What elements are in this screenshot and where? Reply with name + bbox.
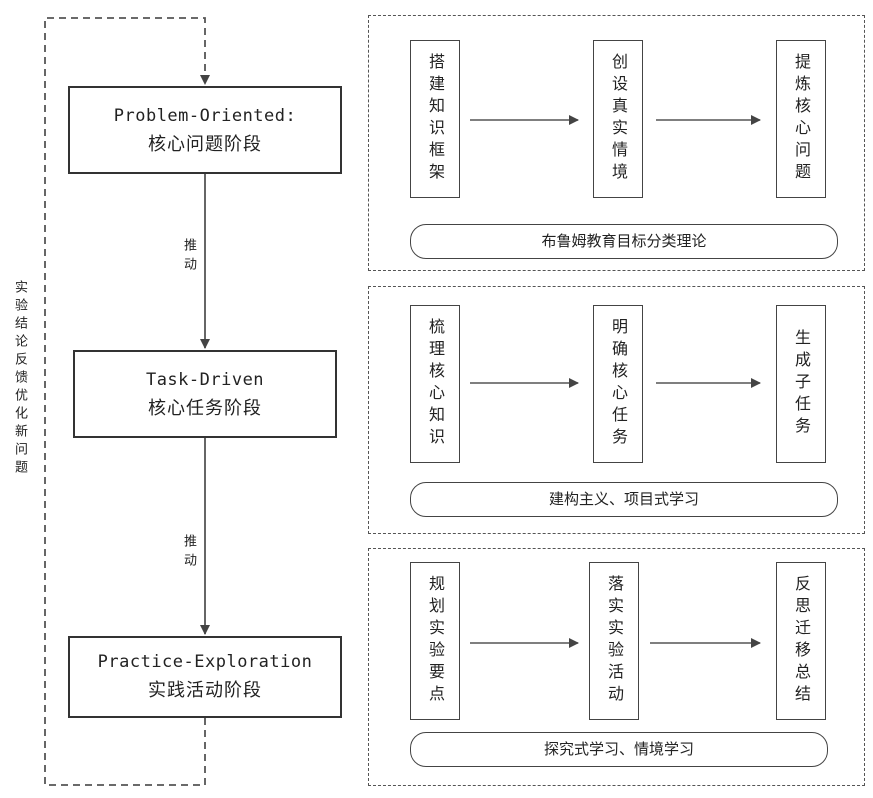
stage-practice-exploration: Practice-Exploration 实践活动阶段 xyxy=(68,636,342,718)
step-label: 规划实验要点 xyxy=(426,575,445,707)
step-label: 创设真实情境 xyxy=(609,53,628,185)
theory-pill: 布鲁姆教育目标分类理论 xyxy=(410,224,838,259)
stage-title-cn: 核心任务阶段 xyxy=(148,398,262,419)
panel-practice xyxy=(368,548,865,786)
step-label: 梳理核心知识 xyxy=(426,318,445,450)
stage-title-en: Task-Driven xyxy=(145,370,265,390)
step-box: 规划实验要点 xyxy=(410,562,460,720)
step-box: 生成子任务 xyxy=(776,305,826,463)
step-box: 反思迁移总结 xyxy=(776,562,826,720)
step-label: 反思迁移总结 xyxy=(792,575,811,707)
stage-problem-oriented: Problem-Oriented: 核心问题阶段 xyxy=(68,86,342,174)
step-label: 生成子任务 xyxy=(792,329,811,439)
step-label: 明确核心任务 xyxy=(609,318,628,450)
step-box: 创设真实情境 xyxy=(593,40,643,198)
theory-pill: 建构主义、项目式学习 xyxy=(410,482,838,517)
panel-task xyxy=(368,286,865,534)
stage-title-en: Practice-Exploration xyxy=(97,652,313,672)
stage-title-cn: 核心问题阶段 xyxy=(148,134,262,155)
step-label: 提炼核心问题 xyxy=(792,53,811,185)
step-box: 搭建知识框架 xyxy=(410,40,460,198)
step-box: 梳理核心知识 xyxy=(410,305,460,463)
stage-task-driven: Task-Driven 核心任务阶段 xyxy=(73,350,337,438)
step-label: 搭建知识框架 xyxy=(426,53,445,185)
step-label: 落实实验活动 xyxy=(605,575,624,707)
theory-pill: 探究式学习、情境学习 xyxy=(410,732,828,767)
step-box: 落实实验活动 xyxy=(589,562,639,720)
panel-problem xyxy=(368,15,865,271)
stage-title-en: Problem-Oriented: xyxy=(113,106,297,126)
stage-title-cn: 实践活动阶段 xyxy=(148,680,262,701)
step-box: 提炼核心问题 xyxy=(776,40,826,198)
push-label-1: 推动 xyxy=(181,238,196,276)
push-label-2: 推动 xyxy=(181,534,196,572)
step-box: 明确核心任务 xyxy=(593,305,643,463)
feedback-loop-label: 实验结论反馈优化新问题 xyxy=(12,280,27,478)
